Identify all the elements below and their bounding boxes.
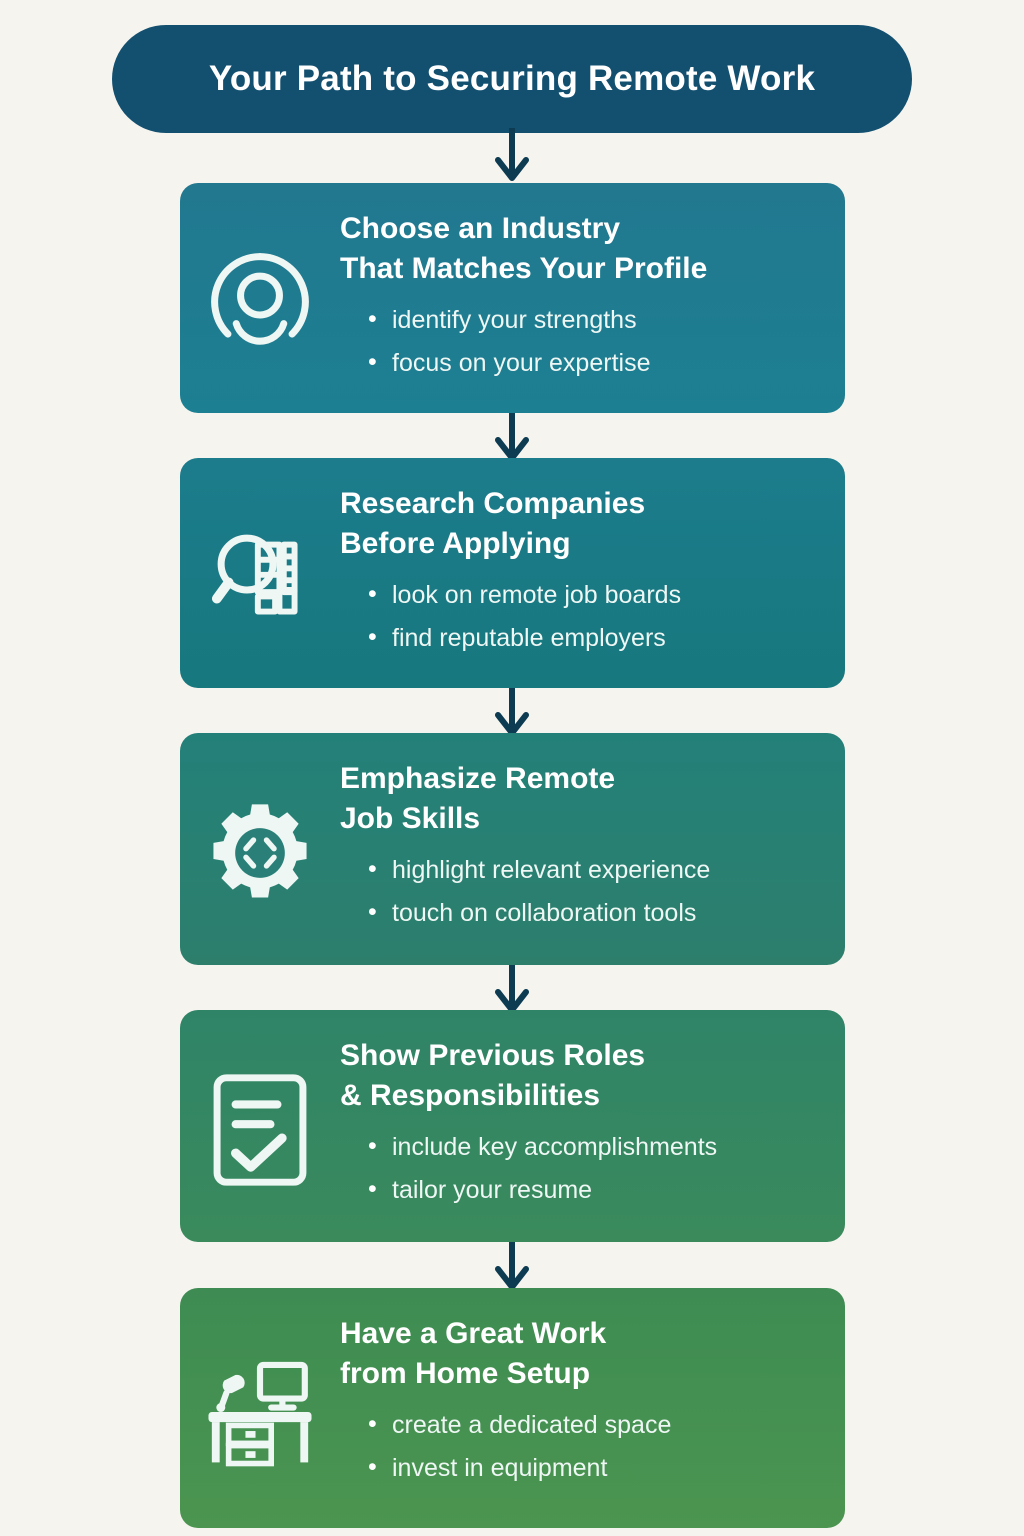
- page-title: Your Path to Securing Remote Work: [208, 59, 816, 98]
- step-card-3-heading: Emphasize Remote Job Skills: [340, 762, 616, 836]
- list-item: find reputable employers: [368, 616, 825, 660]
- list-item: touch on collaboration tools: [368, 891, 825, 935]
- step-card-3[interactable]: Emphasize Remote Job Skills highlight re…: [180, 733, 845, 965]
- step-card-5-bullets: create a dedicated space invest in equip…: [340, 1403, 825, 1490]
- list-item: create a dedicated space: [368, 1403, 825, 1447]
- desk-monitor-icon: [180, 1348, 340, 1468]
- list-item: include key accomplishments: [368, 1125, 825, 1169]
- step-card-4-body: Show Previous Roles & Responsibilities i…: [340, 1010, 845, 1236]
- step-card-1-heading: Choose an Industry That Matches Your Pro…: [340, 212, 708, 286]
- header-banner: Your Path to Securing Remote Work: [112, 25, 912, 133]
- user-profile-icon: [180, 240, 340, 356]
- list-item: invest in equipment: [368, 1446, 825, 1490]
- list-item: tailor your resume: [368, 1168, 825, 1212]
- step-card-2-body: Research Companies Before Applying look …: [340, 458, 845, 684]
- arrow-step-3-to-step-4: [494, 960, 530, 1016]
- step-card-1-bullets: identify your strengths focus on your ex…: [340, 298, 825, 385]
- magnifier-building-icon: [180, 515, 340, 631]
- step-card-3-bullets: highlight relevant experience touch on c…: [340, 848, 825, 935]
- step-card-2-bullets: look on remote job boards find reputable…: [340, 573, 825, 660]
- step-card-4-heading: Show Previous Roles & Responsibilities: [340, 1039, 646, 1113]
- step-card-1[interactable]: Choose an Industry That Matches Your Pro…: [180, 183, 845, 413]
- list-item: highlight relevant experience: [368, 848, 825, 892]
- step-card-2[interactable]: Research Companies Before Applying look …: [180, 458, 845, 688]
- step-card-3-body: Emphasize Remote Job Skills highlight re…: [340, 733, 845, 959]
- step-card-5-body: Have a Great Work from Home Setup create…: [340, 1288, 845, 1514]
- step-card-5[interactable]: Have a Great Work from Home Setup create…: [180, 1288, 845, 1528]
- clipboard-check-icon: [180, 1064, 340, 1188]
- arrow-header-to-step-1: [494, 128, 530, 184]
- list-item: focus on your expertise: [368, 341, 825, 385]
- gear-code-icon: [180, 791, 340, 907]
- step-card-1-body: Choose an Industry That Matches Your Pro…: [340, 183, 845, 409]
- list-item: identify your strengths: [368, 298, 825, 342]
- step-card-4[interactable]: Show Previous Roles & Responsibilities i…: [180, 1010, 845, 1242]
- list-item: look on remote job boards: [368, 573, 825, 617]
- step-card-4-bullets: include key accomplishments tailor your …: [340, 1125, 825, 1212]
- step-card-5-heading: Have a Great Work from Home Setup: [340, 1317, 607, 1391]
- arrow-step-2-to-step-3: [494, 683, 530, 739]
- arrow-step-4-to-step-5: [494, 1237, 530, 1293]
- step-card-2-heading: Research Companies Before Applying: [340, 487, 646, 561]
- arrow-step-1-to-step-2: [494, 408, 530, 464]
